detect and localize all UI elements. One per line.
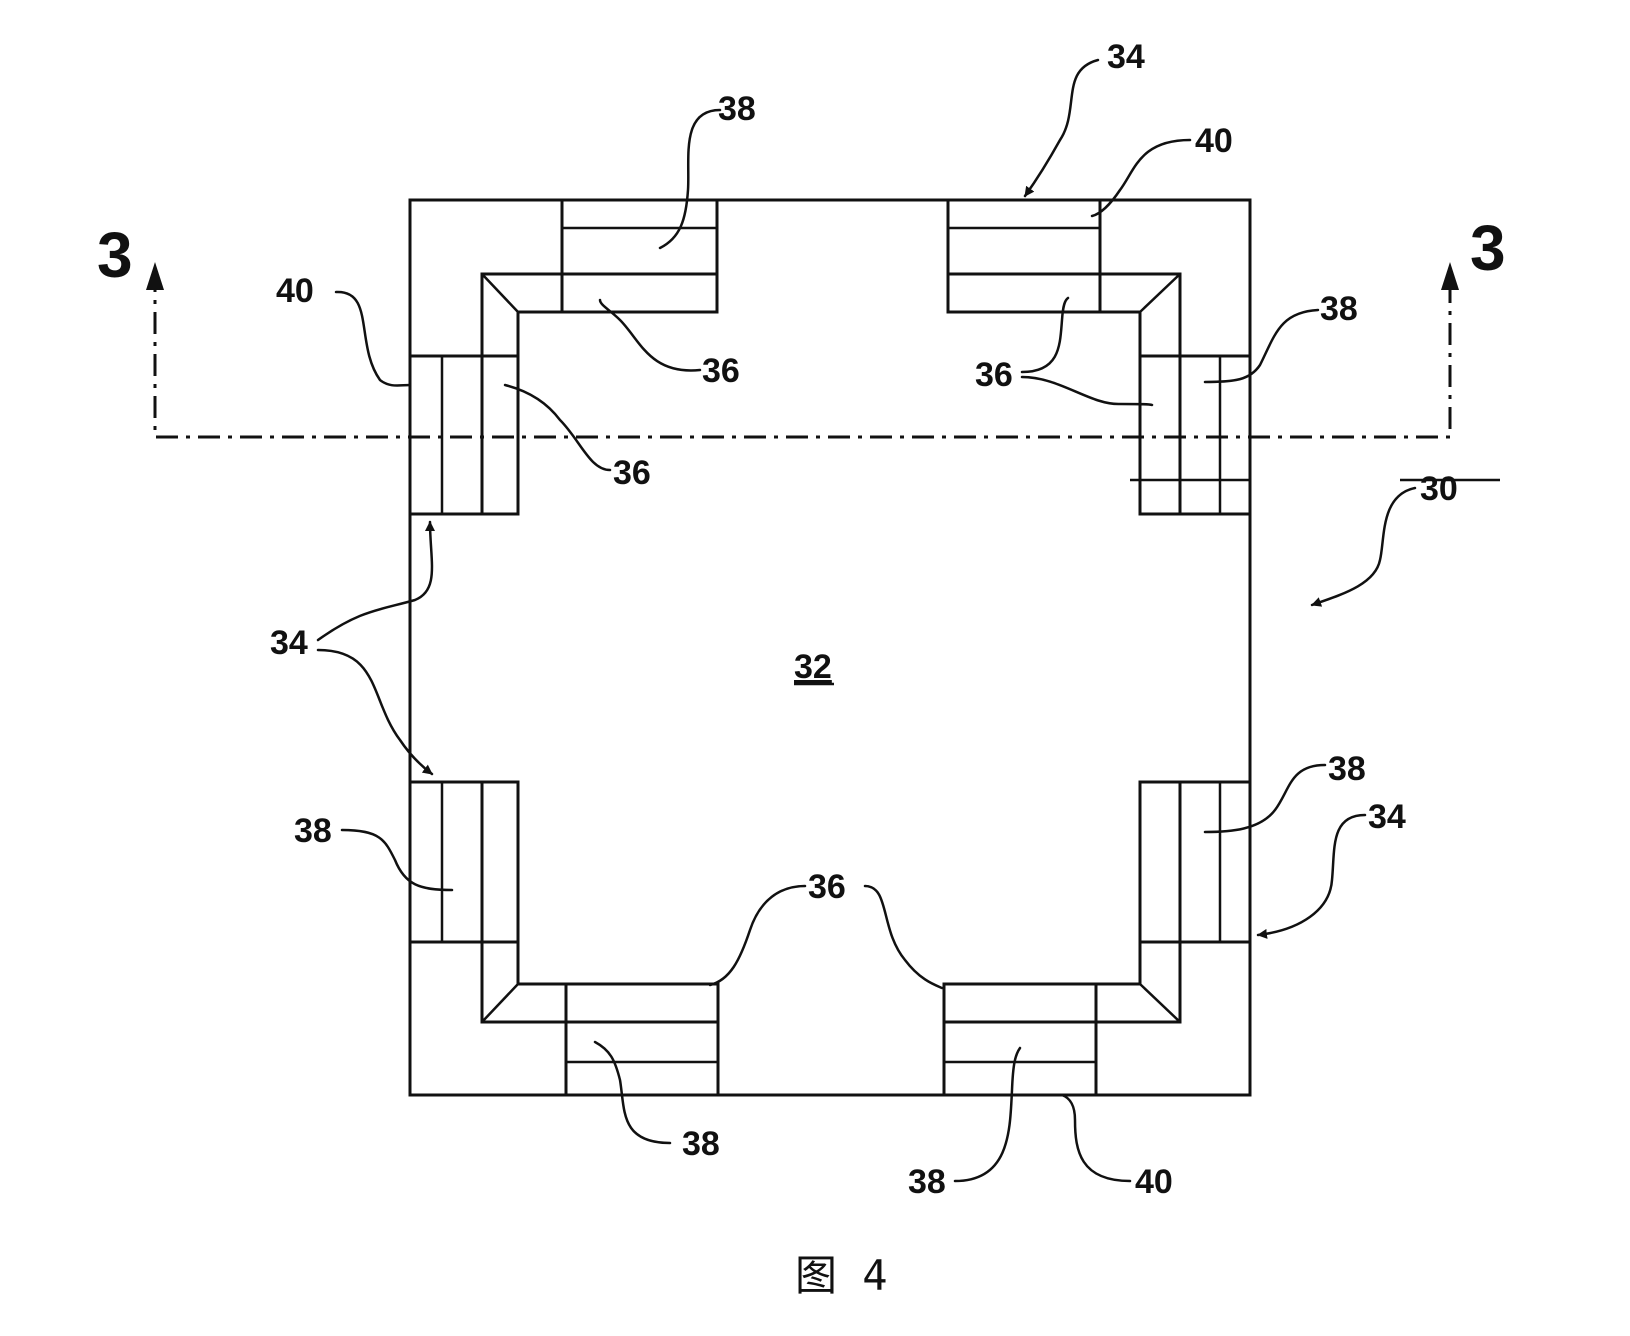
- label-40-bottom: 40: [1135, 1163, 1173, 1201]
- label-38-top: 38: [718, 90, 756, 128]
- figure-caption: 图 4: [795, 1251, 888, 1300]
- label-34-right-lower: 34: [1368, 798, 1406, 836]
- label-40-top: 40: [1195, 122, 1233, 160]
- label-38-left-lower: 38: [294, 812, 332, 850]
- label-36-bottom: 36: [808, 868, 846, 906]
- section-line-3-3: [146, 262, 1459, 439]
- label-34-left: 34: [270, 624, 308, 662]
- label-30: 30: [1420, 470, 1458, 508]
- label-40-left: 40: [276, 272, 314, 310]
- label-36-left: 36: [613, 454, 651, 492]
- corner-bottom-left: [408, 780, 720, 1097]
- corner-top-right: [946, 198, 1252, 516]
- label-38-right-upper: 38: [1320, 290, 1358, 328]
- leader-lines: [316, 58, 1417, 1183]
- section-mark-left: 3: [97, 219, 133, 291]
- outer-frame: [408, 198, 1252, 1097]
- label-36-top-left: 36: [702, 352, 740, 390]
- label-38-right-lower: 38: [1328, 750, 1366, 788]
- label-34-top: 34: [1107, 38, 1145, 76]
- section-mark-right: 3: [1470, 212, 1506, 284]
- label-38-bottom-right: 38: [908, 1163, 946, 1201]
- reference-labels: 3 3 34 38 40 40 36 36 36 38 30 34 32 38 …: [97, 38, 1506, 1300]
- label-38-bottom-left: 38: [682, 1125, 720, 1163]
- label-32: 32: [794, 648, 832, 686]
- label-36-top-right: 36: [975, 356, 1013, 394]
- corner-top-left: [408, 198, 719, 516]
- corner-bottom-right: [942, 780, 1252, 1097]
